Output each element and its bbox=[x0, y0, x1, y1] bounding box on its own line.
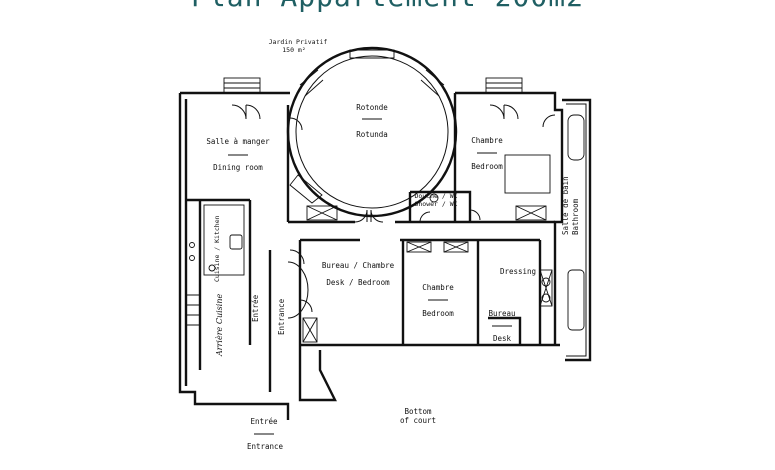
entrance-vertical-label: Entrance bbox=[277, 298, 286, 335]
room-labels: Jardin Privatif 150 m² Rotonde Rotunda S… bbox=[206, 38, 580, 451]
entrance-bottom-label: Entrance bbox=[247, 442, 284, 451]
desk-label: Desk bbox=[493, 334, 512, 343]
bedroom-2-label: Bedroom bbox=[422, 309, 454, 318]
salle-de-bain-label: Salle de bain bbox=[561, 176, 570, 235]
chambre-2-label: Chambre bbox=[422, 283, 454, 292]
bottom-court-label-1: Bottom bbox=[404, 407, 432, 416]
bottom-court-label-2: of court bbox=[400, 416, 436, 425]
entree-bottom-label: Entrée bbox=[250, 417, 278, 426]
bureau-chambre-label: Bureau / Chambre bbox=[322, 261, 395, 270]
dining-room-label: Dining room bbox=[213, 163, 263, 172]
douche-wc-label: Douche / WC bbox=[414, 192, 457, 200]
doors bbox=[231, 104, 556, 313]
shower-wc-label: Shower / WC bbox=[414, 200, 457, 208]
desk-bedroom-label: Desk / Bedroom bbox=[326, 278, 390, 287]
garden-area-label: 150 m² bbox=[282, 46, 305, 54]
chambre-label: Chambre bbox=[471, 136, 503, 145]
garden-steps bbox=[223, 77, 523, 94]
entree-vertical-label: Entrée bbox=[251, 294, 260, 322]
garden-label: Jardin Privatif bbox=[269, 38, 328, 46]
bureau-label: Bureau bbox=[488, 309, 515, 318]
rotonde-label: Rotonde bbox=[356, 103, 388, 112]
arriere-cuisine-label: Arrière Cuisine bbox=[215, 294, 224, 357]
fixtures bbox=[186, 114, 585, 331]
rotunda-label: Rotunda bbox=[356, 130, 388, 139]
page-title: Plan Appartement 200m2 bbox=[0, 0, 775, 14]
cabinets bbox=[302, 205, 553, 343]
bedroom-label: Bedroom bbox=[471, 162, 503, 171]
salle-a-manger-label: Salle à manger bbox=[206, 137, 270, 146]
dressing-label: Dressing bbox=[500, 267, 536, 276]
bathroom-label: Bathroom bbox=[571, 198, 580, 235]
cuisine-kitchen-label: Cuisine / Kitchen bbox=[213, 215, 221, 282]
